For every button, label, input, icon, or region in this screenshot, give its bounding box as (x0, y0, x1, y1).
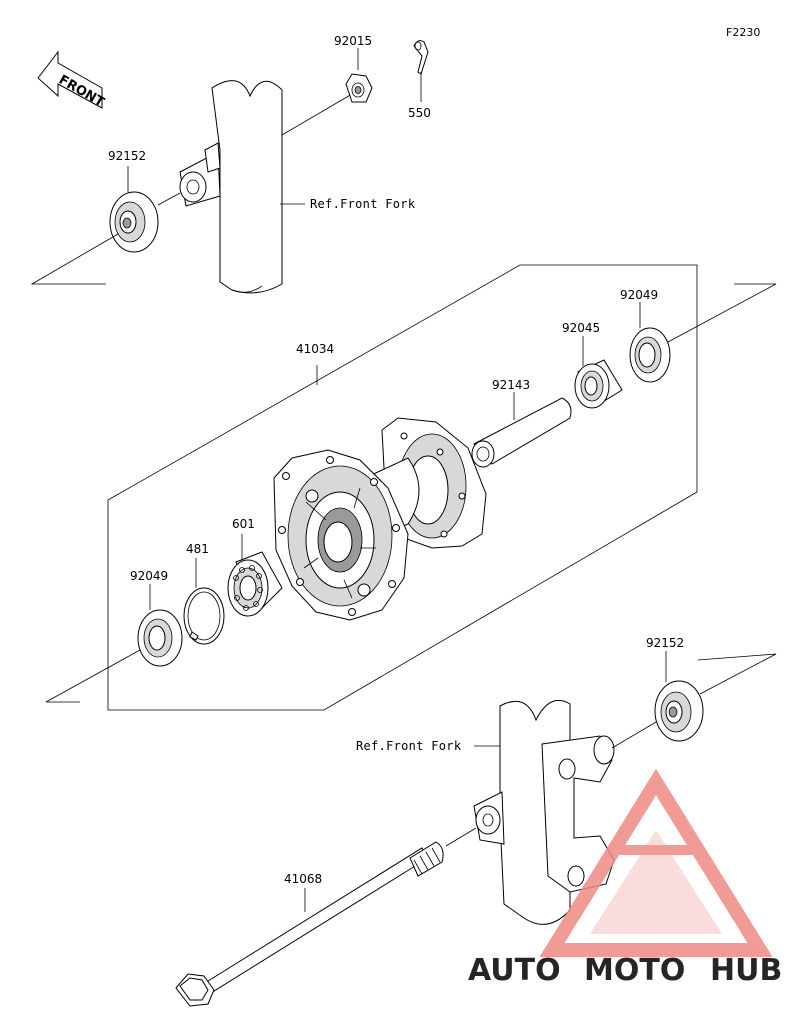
seal-92049-top-icon (629, 327, 671, 383)
label-92015: 92015 (334, 34, 372, 48)
front-arrow-icon: FRONT (37, 50, 107, 110)
ref-front-fork-lower: Ref.Front Fork (356, 739, 462, 753)
watermark-hub: HUB (710, 953, 782, 988)
spacer-92143-icon (471, 397, 572, 468)
label-550: 550 (408, 106, 431, 120)
nut-92015-icon (345, 73, 373, 103)
label-601: 601 (232, 517, 255, 531)
wheel-hub-41034-icon (273, 417, 487, 621)
label-92152-top: 92152 (108, 149, 146, 163)
label-92143: 92143 (492, 378, 530, 392)
diagram-code: F2230 (726, 26, 760, 39)
label-92152-bottom: 92152 (646, 636, 684, 650)
front-fork-upper (179, 80, 283, 294)
bearing-601-icon (227, 551, 283, 617)
label-41034: 41034 (296, 342, 334, 356)
label-92049-top: 92049 (620, 288, 658, 302)
circlip-481-icon (183, 587, 225, 645)
watermark-moto: MOTO (584, 953, 685, 988)
axle-41068-icon (175, 841, 444, 1007)
collar-92152-top-icon (109, 191, 159, 253)
seal-92049-bottom-icon (137, 609, 183, 667)
watermark-logo: AUTO MOTO HUB (468, 768, 782, 988)
watermark-auto: AUTO (468, 953, 561, 988)
cotter-pin-550-icon (413, 40, 429, 75)
label-41068: 41068 (284, 872, 322, 886)
collar-92152-bottom-icon (654, 680, 704, 742)
bearing-92045-icon (574, 359, 623, 409)
front-fork-lower (473, 700, 615, 925)
front-label: FRONT (56, 72, 107, 110)
ref-front-fork-upper: Ref.Front Fork (310, 197, 416, 211)
label-481: 481 (186, 542, 209, 556)
label-92045: 92045 (562, 321, 600, 335)
label-92049-bottom: 92049 (130, 569, 168, 583)
